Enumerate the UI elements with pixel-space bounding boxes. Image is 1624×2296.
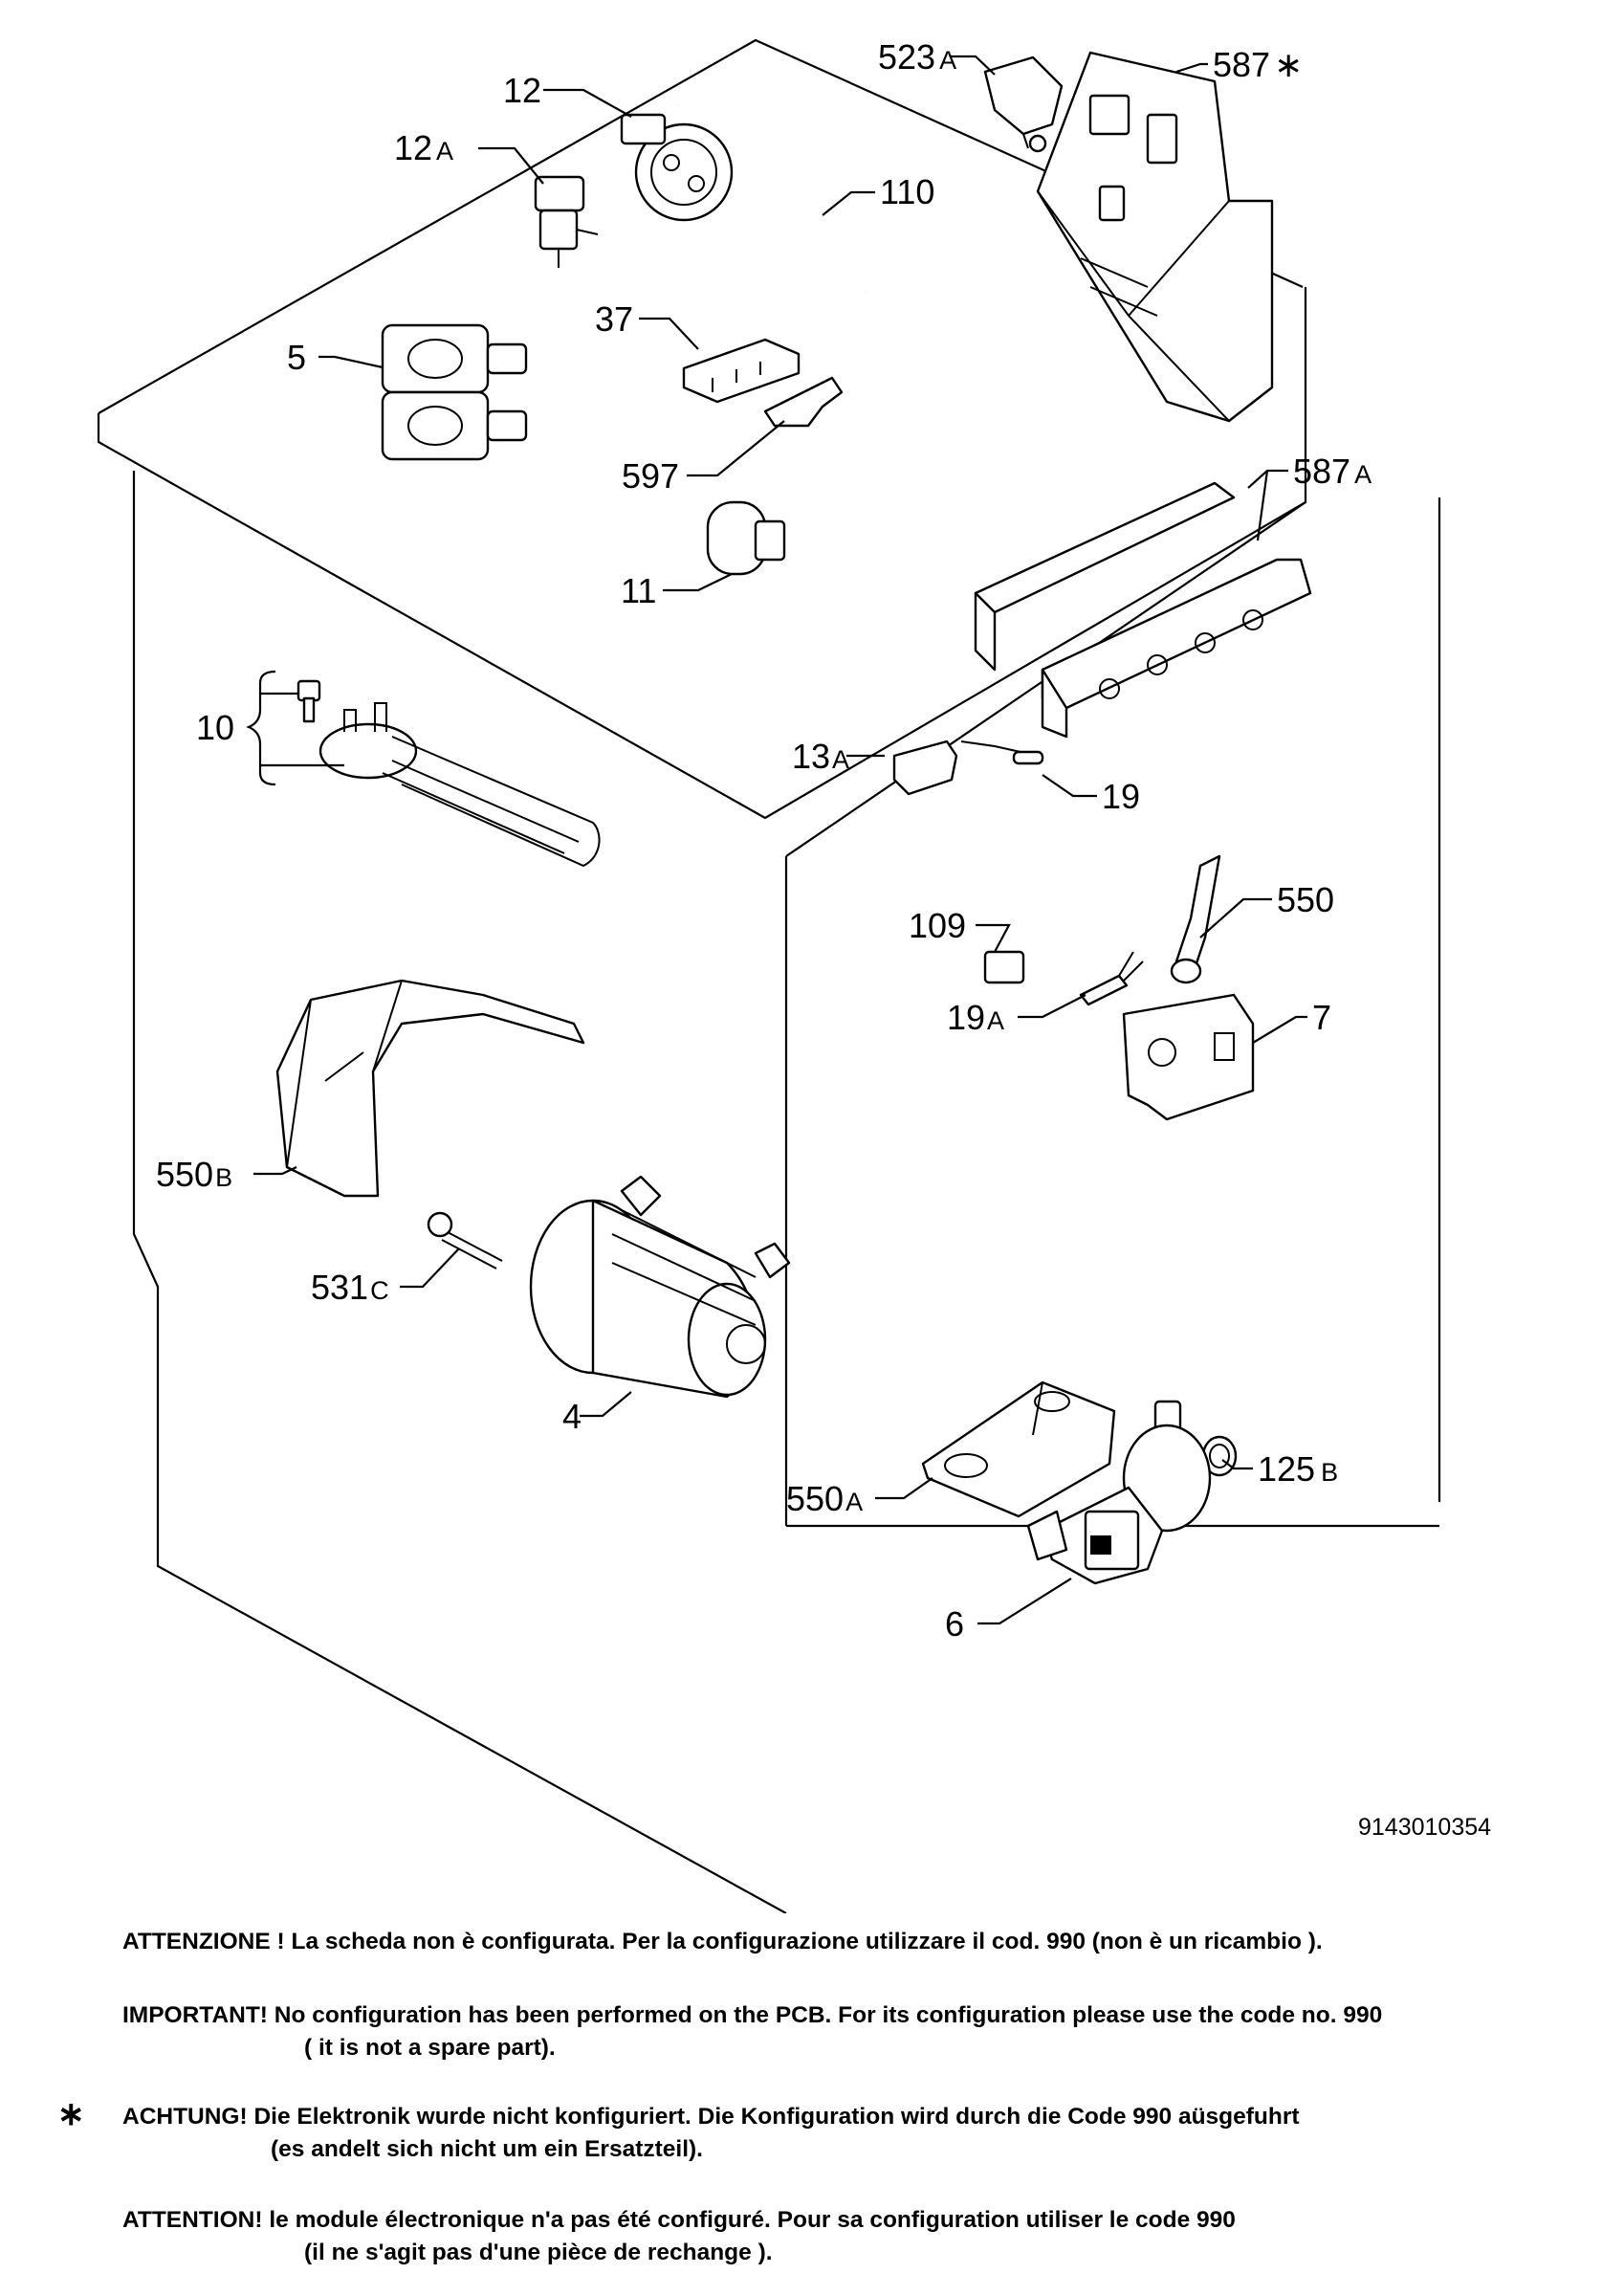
note-french-line1: ATTENTION! le module électronique n'a pa… — [122, 2207, 1236, 2233]
note-french: ATTENTION! le module électronique n'a pa… — [122, 2204, 1236, 2269]
part-110-pressure-tube — [677, 90, 868, 294]
note-english: IMPORTANT! No configuration has been per… — [122, 1999, 1382, 2064]
label-12: 12 — [503, 71, 541, 110]
note-english-line1: IMPORTANT! No configuration has been per… — [122, 2002, 1383, 2028]
label-37: 37 — [595, 299, 633, 339]
note-french-line2: (il ne s'agit pas d'une pièce de rechang… — [304, 2240, 773, 2265]
part-19a-sensor — [1079, 951, 1144, 1006]
label-110: 110 — [880, 172, 934, 211]
label-550: 550 — [1277, 880, 1334, 919]
label-11: 11 — [621, 571, 656, 610]
part-523a-connector — [983, 55, 1064, 153]
label-10: 10 — [196, 708, 234, 747]
part-531c-screw — [427, 1211, 503, 1269]
label-597: 597 — [622, 456, 679, 496]
note-italian: ATTENZIONE ! La scheda non è configurata… — [122, 1926, 1323, 1958]
note-german-line2: (es andelt sich nicht um ein Ersatzteil)… — [271, 2136, 703, 2162]
part-12-pressure-switch — [620, 113, 734, 222]
label-4: 4 — [562, 1397, 582, 1436]
part-550-lever — [1170, 854, 1221, 984]
label-587-star: 587∗ — [1213, 45, 1303, 84]
part-37-terminal-block — [682, 338, 801, 404]
note-german: ACHTUNG! Die Elektronik wurde nicht konf… — [122, 2101, 1300, 2166]
asterisk-marker: ∗ — [57, 2096, 85, 2132]
part-10-heating-element — [296, 679, 601, 868]
label-550b: 550B — [156, 1155, 232, 1194]
note-italian-line1: ATTENZIONE ! La scheda non è configurata… — [122, 1929, 1323, 1954]
part-587-star-electronic-board — [1036, 51, 1274, 423]
note-english-line2: ( it is not a spare part). — [304, 2035, 556, 2061]
part-11-capacitor — [706, 500, 786, 576]
label-550a: 550A — [786, 1479, 863, 1518]
label-6: 6 — [945, 1604, 964, 1644]
label-5: 5 — [287, 338, 306, 377]
part-12a-pressure-switch-small — [534, 175, 599, 268]
label-531c: 531C — [311, 1268, 389, 1307]
label-7: 7 — [1312, 998, 1331, 1037]
part-19-sensor — [960, 740, 1044, 765]
part-597-clip — [763, 376, 844, 428]
label-13a: 13A — [792, 737, 849, 776]
part-109-cover — [983, 950, 1025, 984]
part-4-motor — [529, 1175, 791, 1399]
part-587a-control-panel — [974, 481, 1312, 739]
part-550b-cover — [275, 979, 585, 1198]
label-19: 19 — [1102, 777, 1140, 816]
leader-lines — [246, 55, 1307, 1625]
part-13a-connector — [892, 740, 958, 796]
document-number: 9143010354 — [1358, 1814, 1491, 1841]
part-7-door-lock — [1122, 993, 1255, 1121]
part-5-inlet-valve — [381, 323, 528, 461]
part-550a-cover-plate — [921, 1380, 1116, 1518]
label-19a: 19A — [947, 998, 1004, 1037]
label-109: 109 — [909, 906, 966, 945]
part-6-drain-pump — [1026, 1400, 1212, 1585]
note-german-line1: ACHTUNG! Die Elektronik wurde nicht konf… — [122, 2104, 1300, 2130]
